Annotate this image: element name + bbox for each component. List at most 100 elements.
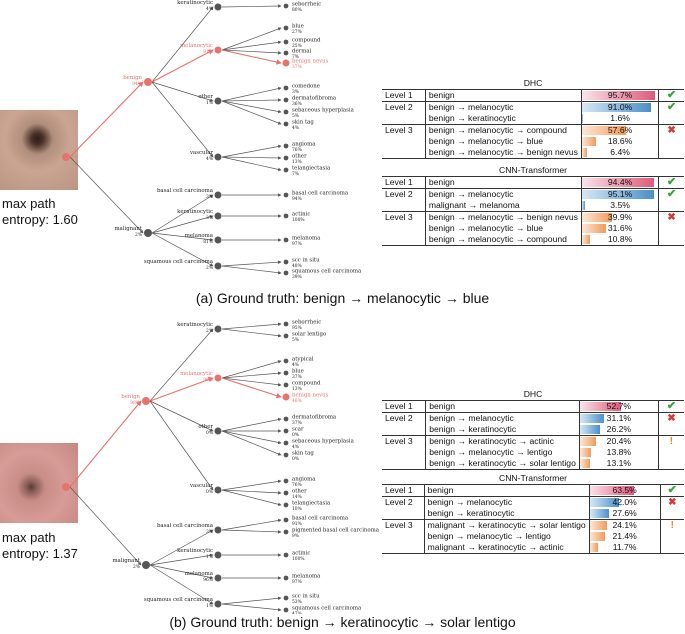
tree-edge <box>221 430 282 456</box>
probability-bar <box>581 201 585 210</box>
check-icon: ✔ <box>667 188 677 200</box>
node-squamous-cell-carcinoma <box>214 262 222 270</box>
path-cell: benign → keratinocytic <box>425 424 580 436</box>
node-scc-in-situ <box>283 259 289 265</box>
hierarchy-tree: benign98%malignant2%keratinocytic2%melan… <box>62 320 380 614</box>
tree-edge <box>221 529 282 534</box>
level-cell <box>382 508 425 520</box>
table-title: DHC <box>523 388 543 399</box>
node-label: actinic <box>292 551 310 557</box>
tree-edge <box>149 529 214 566</box>
probability-cell: 52.7% <box>579 400 659 413</box>
node-label: pigmented basal cell carcinoma <box>292 528 380 534</box>
node-label: squamous cell carcinoma <box>292 606 362 612</box>
level-cell: Level 1 <box>382 176 426 189</box>
probability-bar <box>579 459 591 468</box>
cross-icon: ✖ <box>667 212 676 223</box>
tree-edge <box>221 98 282 102</box>
node-benign <box>142 397 150 405</box>
path-cell: benign → melanocytic <box>424 496 590 508</box>
node-label: seborrheic <box>292 2 321 8</box>
node-melanocytic <box>214 46 222 54</box>
node-label: compound <box>292 38 321 44</box>
skin-lesion-image <box>0 110 78 190</box>
node-atypical <box>283 358 289 364</box>
probability-cell: 10.8% <box>581 234 660 246</box>
probability-cell: 31.6% <box>581 223 660 234</box>
level-cell: Level 3 <box>382 435 427 447</box>
node-label: atypical <box>292 357 314 363</box>
probability-cell: 42.0% <box>589 496 661 508</box>
node-angioma <box>283 478 289 484</box>
level-cell: Level 3 <box>382 519 425 531</box>
path-cell: benign <box>424 484 590 497</box>
level-cell <box>382 531 425 542</box>
node-other <box>214 427 222 435</box>
tree-edge <box>221 489 282 495</box>
node-pct: 0% <box>206 490 213 495</box>
probability-bar <box>581 126 626 135</box>
node-pct: 2% <box>206 329 213 334</box>
node-label: other <box>292 489 307 495</box>
probability-bar <box>581 148 587 157</box>
node-pct: 37% <box>292 421 302 426</box>
level-cell <box>382 136 426 147</box>
probability-bar <box>589 532 605 541</box>
node-telangiectasia <box>283 502 289 508</box>
tree-edge <box>221 322 282 330</box>
tree-edge <box>221 360 282 379</box>
node-basal-cell-carcinoma <box>214 191 222 199</box>
node-keratinocytic <box>214 551 222 559</box>
node-label: skin tag <box>292 451 314 457</box>
check-icon: ✔ <box>666 400 677 412</box>
level-cell: Level 2 <box>382 188 426 200</box>
tree-edge <box>221 260 282 267</box>
node-label: other <box>198 94 213 100</box>
probability-cell: 18.6% <box>581 136 660 147</box>
warning-icon: ! <box>670 520 674 531</box>
probability-bar <box>589 498 620 507</box>
node-pct: 95% <box>292 326 302 331</box>
node-melanocytic <box>214 374 222 382</box>
path-cell: benign → melanocytic → blue <box>425 136 582 147</box>
level-cell <box>382 424 427 436</box>
node-sebaceous-hyperplasia <box>283 109 289 115</box>
node-angioma <box>283 143 289 149</box>
node-pct: 91% <box>203 50 213 55</box>
node-malignant <box>144 229 152 237</box>
node-pct: 98% <box>130 401 140 406</box>
probability-bar <box>581 190 655 199</box>
node-label: vascular <box>189 483 213 489</box>
probability-bar <box>581 235 591 244</box>
path-cell: benign <box>425 89 582 102</box>
level-cell <box>382 113 426 125</box>
node-pct: 7% <box>292 172 299 177</box>
tree-edge <box>221 156 282 160</box>
level-cell <box>382 458 427 470</box>
tree-edge <box>221 40 282 51</box>
path-cell: malignant → keratinocytic → actinic <box>424 542 590 554</box>
probability-cell: 3.5% <box>581 200 660 212</box>
tree-edge <box>69 81 144 158</box>
probability-bar <box>581 114 584 123</box>
node-label: solar lentigo <box>292 332 326 338</box>
node-label: vascular <box>189 150 213 156</box>
path-cell: benign → keratinocytic <box>425 113 582 125</box>
tree-edge <box>221 328 282 338</box>
tree-edge <box>221 518 282 531</box>
node-basal-cell-carcinoma <box>283 517 289 523</box>
hierarchy-tree: benign94%malignant2%keratinocytic4%melan… <box>62 0 362 280</box>
tree-edge <box>221 49 282 55</box>
node-keratinocytic <box>214 212 222 220</box>
level-cell: Level 1 <box>382 89 426 102</box>
node-pct: 76% <box>292 483 302 488</box>
probability-bar <box>579 402 621 411</box>
node-label: blue <box>292 369 304 375</box>
